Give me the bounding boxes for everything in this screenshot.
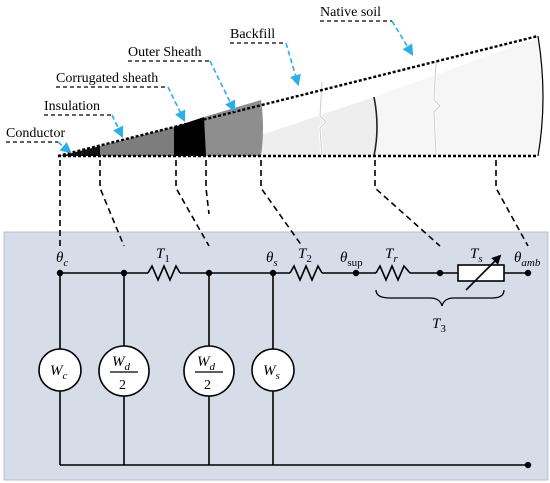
label-wd2-den: 2 [204, 378, 211, 393]
leader-sheath-inner [175, 160, 210, 247]
arrow-backfill [285, 42, 301, 87]
soil-crack-outline [433, 61, 441, 157]
label-t1: T1 [156, 246, 170, 265]
node-theta-c [56, 269, 64, 277]
label-tr: Tr [385, 246, 398, 265]
node-wd2 [205, 269, 213, 277]
source-ws [251, 348, 295, 392]
label-conductor: Conductor [6, 126, 65, 141]
label-backfill: Backfill [230, 27, 275, 42]
leader-ambient [495, 160, 529, 247]
resistor-ts-box [457, 264, 505, 282]
label-theta-s: θs [266, 250, 278, 269]
t3-brace [375, 289, 505, 307]
arrow-native-soil [391, 20, 414, 56]
arrow-outer-sheath [209, 60, 236, 113]
variable-arrow-ts [465, 254, 502, 291]
insulation-region [100, 127, 174, 156]
node-bottom-right [524, 461, 532, 469]
resistor-tr [375, 263, 411, 283]
resistor-t1 [147, 263, 181, 283]
native-soil-region [374, 38, 543, 156]
label-theta-c: θc [56, 250, 68, 269]
sources [38, 345, 295, 397]
circuit-labels: θc θs θsup θamb T1 T2 Tr Ts T3 Wc Wd 2 W… [50, 246, 541, 393]
backfill-crack-outline [319, 81, 327, 157]
arrow-insulation [111, 114, 124, 139]
source-wd2 [183, 345, 235, 397]
node-theta-amb [524, 269, 532, 277]
corrugated-sheath-region [174, 117, 206, 156]
node-wd1 [120, 269, 128, 277]
layer-labels: Conductor Insulation Corrugated sheath O… [6, 5, 414, 154]
soil-boundary-line [373, 96, 378, 157]
label-wd2: Wd [197, 354, 216, 373]
circuit-wires [59, 272, 528, 466]
leader-backfill [260, 160, 303, 247]
outer-sheath-grey-region [204, 100, 263, 156]
label-t2: T2 [298, 246, 312, 265]
cable-wedge [57, 34, 544, 158]
node-tr-ts [436, 269, 444, 277]
label-theta-sup: θsup [340, 250, 363, 269]
label-insulation: Insulation [44, 99, 100, 114]
label-outer-sheath: Outer Sheath [128, 45, 201, 60]
junction-dots [56, 269, 532, 469]
node-theta-s [269, 269, 277, 277]
resistors [147, 254, 505, 291]
backfill-region [261, 97, 377, 156]
label-ws: Ws [263, 363, 280, 382]
label-t3: T3 [432, 316, 446, 335]
connector-leaders [59, 160, 529, 247]
resistor-t2 [289, 263, 323, 283]
label-wd1: Wd [112, 354, 131, 373]
wedge-outer-arc [537, 35, 544, 157]
wedge-top-edge [57, 34, 539, 158]
source-wd1 [98, 345, 150, 397]
label-corrugated-sheath: Corrugated sheath [56, 71, 158, 86]
label-wd1-den: 2 [119, 378, 126, 393]
node-theta-sup [352, 269, 360, 277]
label-ts: Ts [470, 246, 483, 265]
source-wc [38, 348, 82, 392]
arrow-corrugated-sheath [167, 86, 186, 123]
label-theta-amb: θamb [514, 250, 541, 269]
leader-sheath-outer [205, 160, 210, 215]
label-wc: Wc [50, 363, 68, 382]
arrow-conductor [57, 141, 72, 154]
label-native-soil: Native soil [320, 5, 381, 20]
